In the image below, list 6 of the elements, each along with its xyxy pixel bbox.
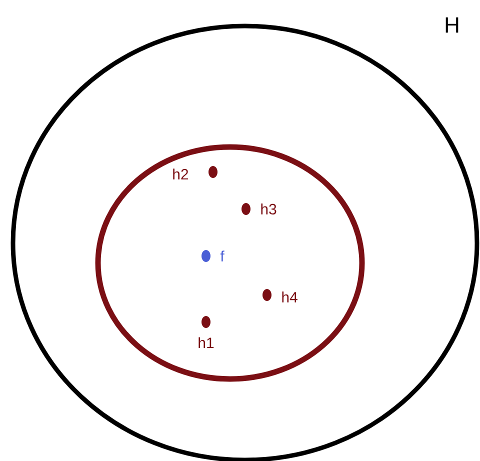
point-label: h2 (173, 168, 188, 180)
point-label: f (220, 250, 224, 262)
set-label: H (446, 17, 458, 33)
point-label: h4 (282, 292, 298, 302)
point-label: h3 (261, 204, 276, 214)
point-label: h1 (198, 337, 214, 348)
